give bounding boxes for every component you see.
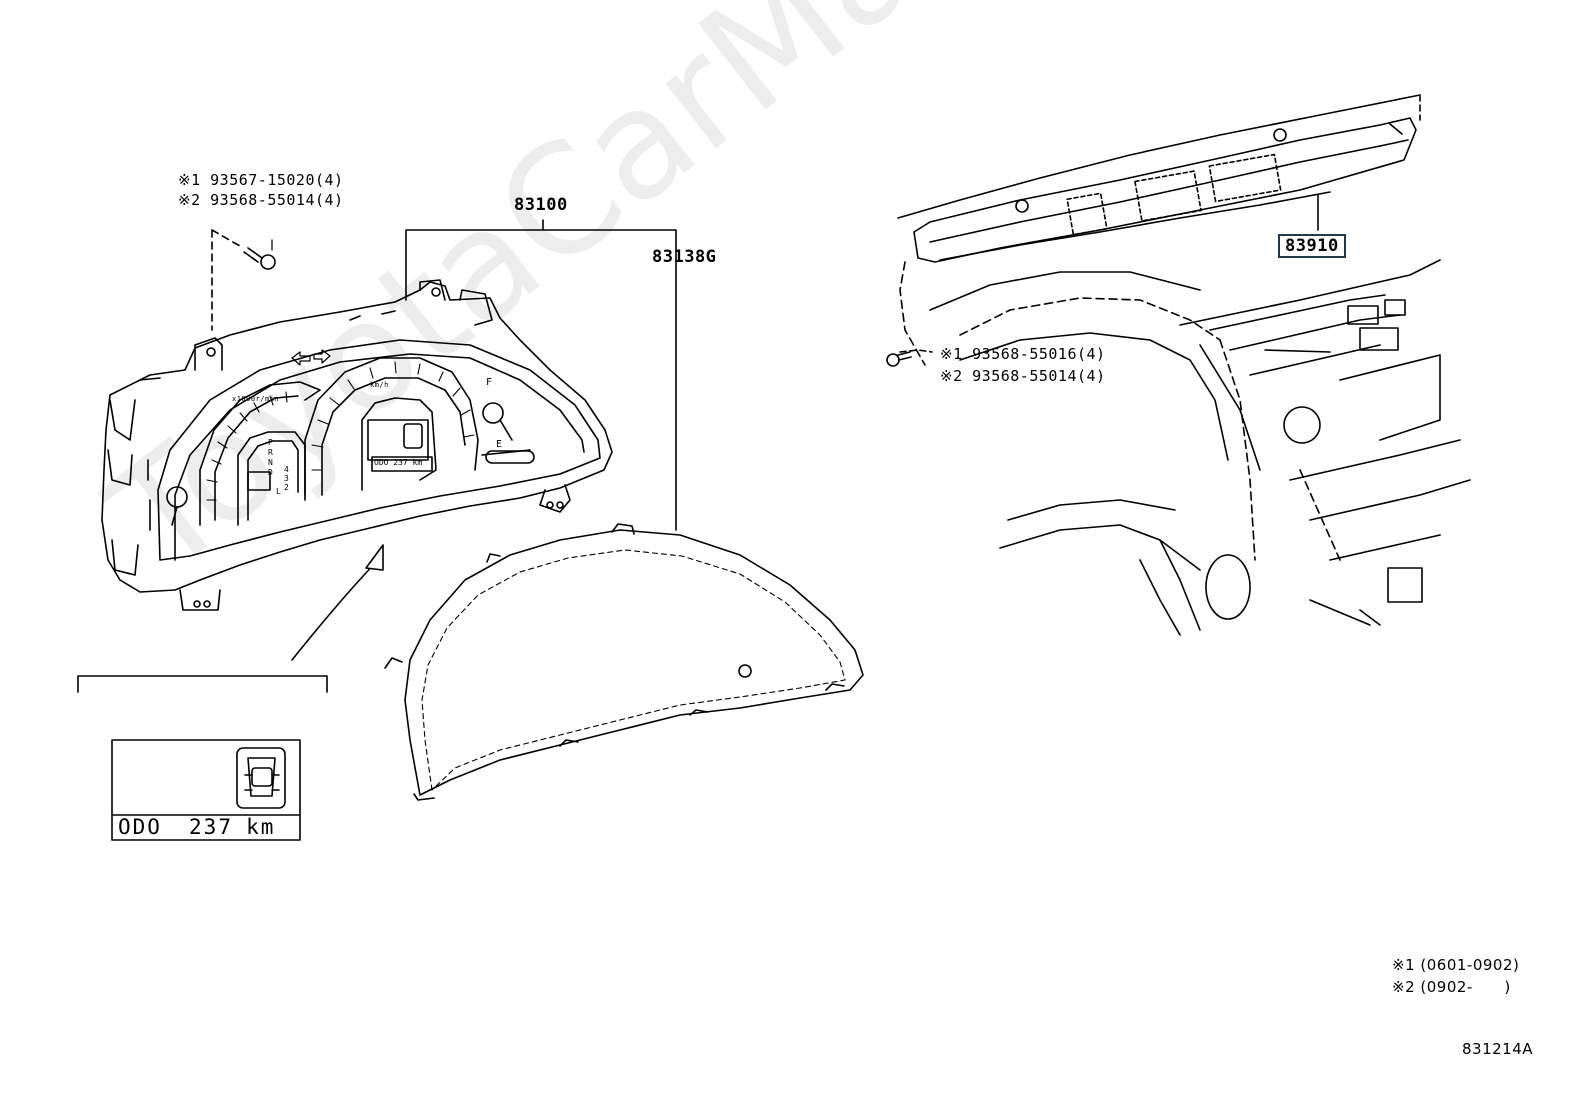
bolt-left <box>211 229 276 331</box>
callout-83138g: 83138G <box>652 247 717 267</box>
inset-bracket <box>77 675 328 693</box>
speed-unit-label: km/h <box>370 381 389 389</box>
note-1: ※1 (0601-0902) <box>1392 956 1520 974</box>
callout-left-bolt-1: ※1 93567-15020(4) <box>178 171 344 189</box>
mini-odo-readout: ODO 237 km <box>374 458 423 467</box>
combination-meter-assembly <box>101 279 613 611</box>
meter-glass-lens <box>384 523 864 801</box>
odo-label: ODO <box>118 815 162 839</box>
callout-83100: 83100 <box>514 195 568 215</box>
leader-83100 <box>405 219 677 531</box>
odo-readout: ODO 237 km <box>118 815 275 839</box>
fuel-full-label: F <box>486 377 493 388</box>
dashboard-view <box>886 94 1471 636</box>
gear-d: D <box>268 468 274 477</box>
callout-right-bolt-2: ※2 93568-55014(4) <box>940 367 1106 385</box>
curved-arrow <box>291 544 384 661</box>
fuel-empty-label: E <box>496 439 503 450</box>
gear-r: R <box>268 448 274 457</box>
gear-l: L <box>276 487 282 496</box>
gear-2: 2 <box>284 483 290 492</box>
note-2: ※2 (0902- ) <box>1392 978 1511 996</box>
callout-right-bolt-1: ※1 93568-55016(4) <box>940 345 1106 363</box>
gear-3: 3 <box>284 474 290 483</box>
odo-unit: km <box>246 815 276 839</box>
gear-n: N <box>268 458 274 467</box>
callout-left-bolt-2: ※2 93568-55014(4) <box>178 191 344 209</box>
display-inset-box <box>111 739 301 841</box>
gear-p: P <box>268 438 274 447</box>
tach-unit-label: x1000r/min <box>232 395 280 403</box>
gear-4: 4 <box>284 465 290 474</box>
diagram-id: 831214A <box>1462 1040 1534 1058</box>
callout-83910-highlighted[interactable]: 83910 <box>1278 234 1346 258</box>
odo-value: 237 <box>189 815 233 839</box>
